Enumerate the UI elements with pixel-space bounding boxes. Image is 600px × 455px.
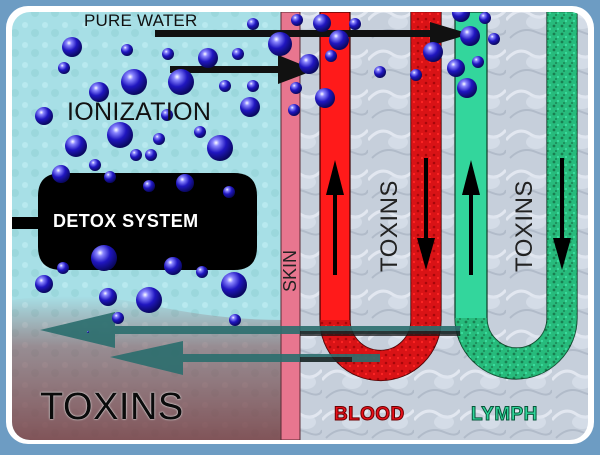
lymph-speckled-side [455,12,577,379]
arrow-head-icon [430,22,470,46]
arrow-down-icon [417,238,435,270]
ionization-label: IONIZATION [67,98,212,126]
ion-particles [35,12,500,333]
arrow-up-icon [326,160,344,195]
toxins-blood-label: TOXINS [376,180,403,272]
pure-water-arrows [155,22,470,84]
arrow-left-icon [110,341,183,375]
toxins-lymph-label: TOXINS [511,180,538,272]
lymph-label: LYMPH [471,404,538,425]
arrow-down-icon [553,238,571,270]
arrow-head-icon [278,55,315,84]
vessel-flow-arrows [326,158,571,275]
toxins-label: TOXINS [40,386,184,428]
detox-system-device [12,173,257,270]
detox-system-label: DETOX SYSTEM [53,211,199,231]
toxin-outflow-arrows [40,312,460,375]
blood-label: BLOOD [334,404,405,425]
arrow-left-icon [40,312,115,348]
skin-label: SKIN [280,249,300,292]
pure-water-label: PURE WATER [84,11,198,30]
arrow-up-icon [462,160,480,195]
